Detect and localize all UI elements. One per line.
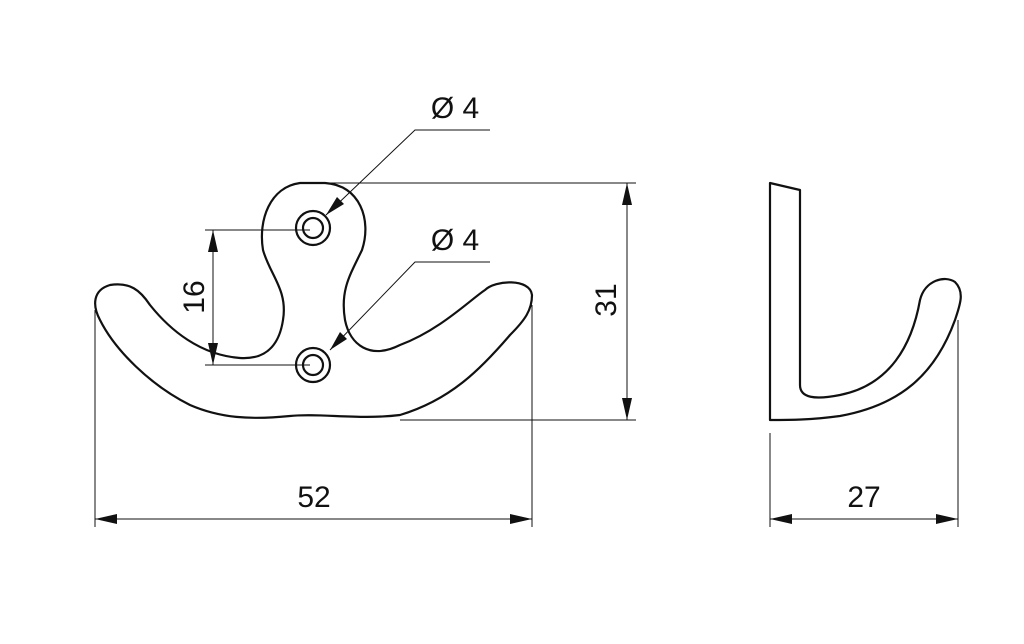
- width-label: 52: [297, 481, 330, 514]
- side-outline: [768, 181, 962, 422]
- height-label: 31: [590, 283, 623, 316]
- hole-top-outer: [294, 209, 332, 247]
- side-view-hook: [768, 181, 962, 422]
- hole-top-inner: [301, 216, 325, 240]
- hole-bottom-label: Ø 4: [431, 224, 479, 257]
- front-view-hook: [94, 181, 534, 419]
- dimension-lines: [94, 129, 959, 527]
- hole-spacing-label: 16: [178, 280, 211, 313]
- hook-outline: [94, 181, 534, 419]
- depth-label: 27: [847, 481, 880, 514]
- hole-top-label: Ø 4: [431, 92, 479, 125]
